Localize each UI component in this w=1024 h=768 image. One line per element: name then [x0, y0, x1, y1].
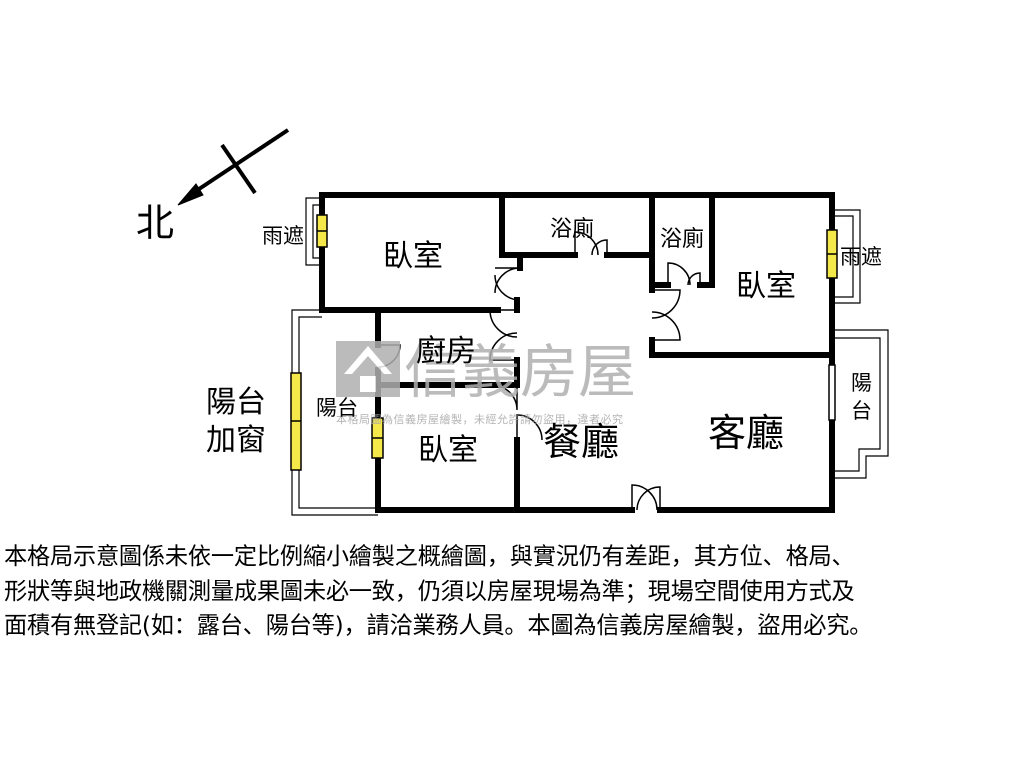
room-living: 客廳 [708, 411, 784, 455]
canopy-east: 雨遮 [840, 245, 882, 269]
disclaimer-line-2: 形狀等與地政機關測量成果圖未必一致，仍須以房屋現場為準；現場空間使用方式及 [4, 577, 855, 605]
room-bath-2: 浴廁 [660, 227, 704, 252]
watermark-brand: 信義房屋 [404, 338, 636, 406]
room-bath-1: 浴廁 [550, 217, 594, 242]
disclaimer: 本格局示意圖係未依一定比例縮小繪製之概繪圖，與實況仍有差距，其方位、格局、 形狀… [4, 540, 1020, 644]
disclaimer-line-1: 本格局示意圖係未依一定比例縮小繪製之概繪圖，與實況仍有差距，其方位、格局、 [4, 543, 855, 570]
room-labels: 臥室 浴廁 浴廁 臥室 廚房 陽台 臥室 餐廳 客廳 陽台 雨遮 雨遮 陽台 加… [206, 217, 882, 468]
compass-label: 北 [136, 201, 174, 245]
room-balcony-east-line1: 陽台 [851, 371, 874, 423]
watermark-logo-icon [336, 341, 400, 397]
watermark-note: 本格局圖為信義房屋繪製，未經允許請勿盜用，違者必究 [336, 412, 624, 426]
watermark: 信義房屋 本格局圖為信義房屋繪製，未經允許請勿盜用，違者必究 [336, 338, 636, 426]
room-bedroom-sw: 臥室 [418, 433, 478, 468]
room-dining: 餐廳 [543, 420, 619, 464]
north-arrow-icon [177, 128, 290, 206]
enclosed-balcony-line2: 加窗 [206, 423, 266, 458]
room-kitchen: 廚房 [416, 334, 476, 369]
room-bedroom-ne: 臥室 [736, 269, 796, 304]
canopy-west: 雨遮 [262, 224, 304, 248]
room-bedroom-nw: 臥室 [383, 239, 443, 274]
windows [290, 214, 838, 471]
disclaimer-line-3: 面積有無登記(如：露台、陽台等)，請洽業務人員。本圖為信義房屋繪製，盜用必究。 [4, 612, 873, 639]
room-balcony-west: 陽台 [316, 396, 358, 420]
floor-plan: 北 信義房屋 本格局圖為信義房屋繪製，未經允許請勿盜用，違者必究 臥室 浴廁 浴… [136, 128, 889, 516]
enclosed-balcony-line1: 陽台 [206, 385, 266, 420]
